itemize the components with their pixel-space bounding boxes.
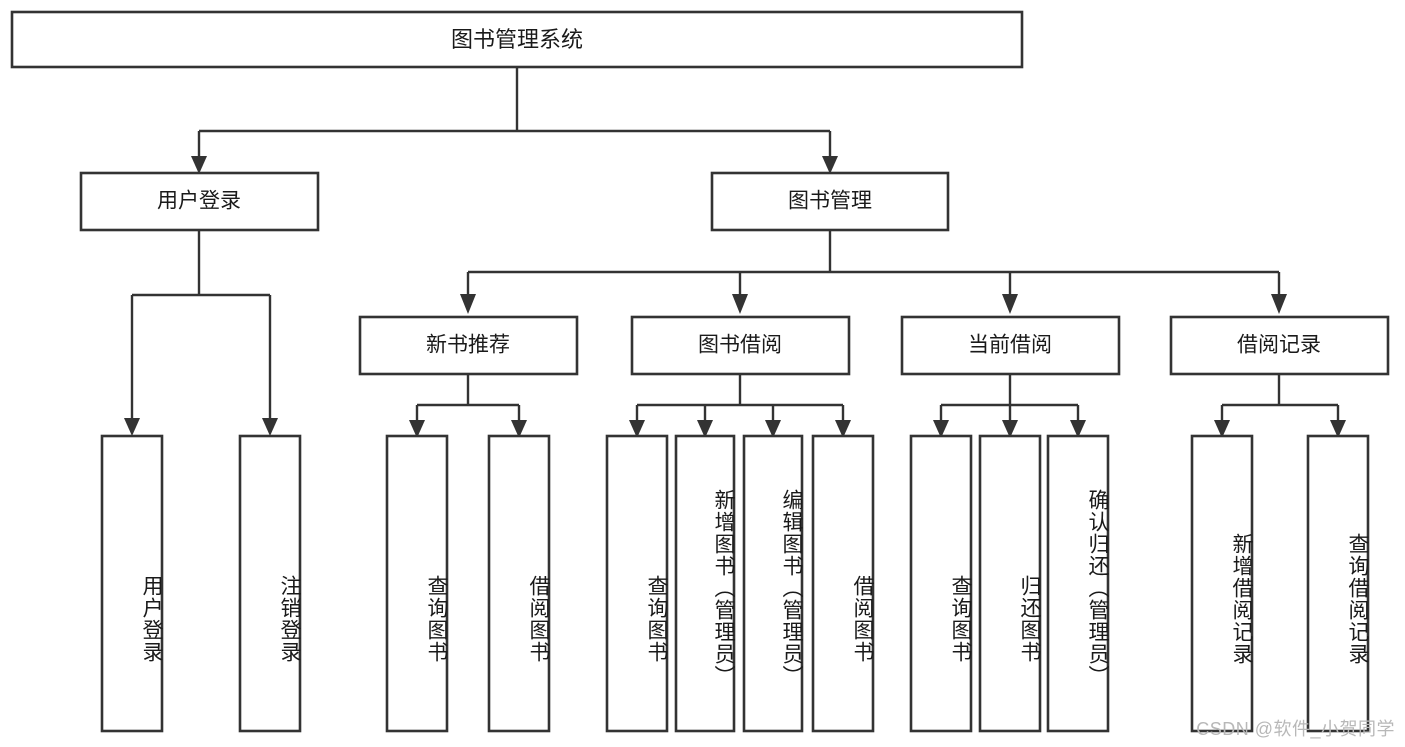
arrow-head-leaf-borrow-book-1 [511,420,527,438]
node-leaf-borrow-book-1[interactable] [487,434,551,733]
node-current-borrow-label: 当前借阅 [968,334,1052,357]
connector-group-currentborrow [933,375,1086,438]
arrow-head-leaf-user-logout [262,418,278,436]
node-leaf-query-record[interactable] [1306,434,1370,733]
node-leaf-query-book-1[interactable] [385,434,449,733]
arrow-head-leaf-user-login [124,418,140,436]
node-new-book-recommend[interactable] [358,315,579,376]
node-leaf-query-book-3[interactable] [909,434,973,733]
node-borrow-record-label: 借阅记录 [1237,334,1321,357]
node-leaf-return-book[interactable] [978,434,1042,733]
arrow-head-leaf-query-book-1 [409,420,425,438]
node-leaf-add-record[interactable] [1190,434,1254,733]
node-leaf-confirm-return[interactable] [1046,434,1110,733]
arrow-head-current-borrow [1002,294,1018,314]
arrow-head-leaf-confirm-return [1070,420,1086,438]
arrow-head-leaf-add-record [1214,420,1230,438]
arrow-head-userlogin [191,156,207,174]
node-leaf-borrow-book-2[interactable] [811,434,875,733]
watermark-text: CSDN @软件_小贺同学 [1196,719,1395,739]
node-current-borrow[interactable] [900,315,1121,376]
node-borrow-record[interactable] [1169,315,1390,376]
arrow-head-leaf-borrow-book-2 [835,420,851,438]
arrow-head-book-borrow [732,294,748,314]
node-book-manage-label: 图书管理 [788,190,872,213]
node-leaf-user-login[interactable] [100,434,164,733]
arrow-head-leaf-edit-book [765,420,781,438]
arrow-head-leaf-query-book-2 [629,420,645,438]
node-leaf-edit-book[interactable] [742,434,804,733]
node-book-manage[interactable] [710,171,950,232]
node-user-login[interactable] [79,171,320,232]
node-root[interactable] [10,10,1024,69]
arrow-head-new-book-recommend [460,294,476,314]
node-leaf-query-book-2[interactable] [605,434,669,733]
connector-group-bookborrow [629,375,851,438]
node-book-borrow[interactable] [630,315,851,376]
connector-group-bookmanage [460,231,1287,314]
node-new-book-recommend-label: 新书推荐 [426,334,510,357]
arrow-head-bookmanage [822,156,838,174]
arrow-head-leaf-query-book-3 [933,420,949,438]
arrow-head-leaf-add-book [697,420,713,438]
node-user-login-label: 用户登录 [157,190,241,213]
connector-group-userlogin [124,231,278,436]
node-root-label: 图书管理系统 [451,27,583,52]
connector-group-newbook [409,375,527,438]
node-leaf-add-book[interactable] [674,434,736,733]
arrow-head-borrow-record [1271,294,1287,314]
arrow-head-leaf-return-book [1002,420,1018,438]
arrow-head-leaf-query-record [1330,420,1346,438]
connector-group-root [191,67,838,174]
node-leaf-user-logout[interactable] [238,434,302,733]
connector-group-borrowrecord [1214,375,1346,438]
node-book-borrow-label: 图书借阅 [698,334,782,357]
